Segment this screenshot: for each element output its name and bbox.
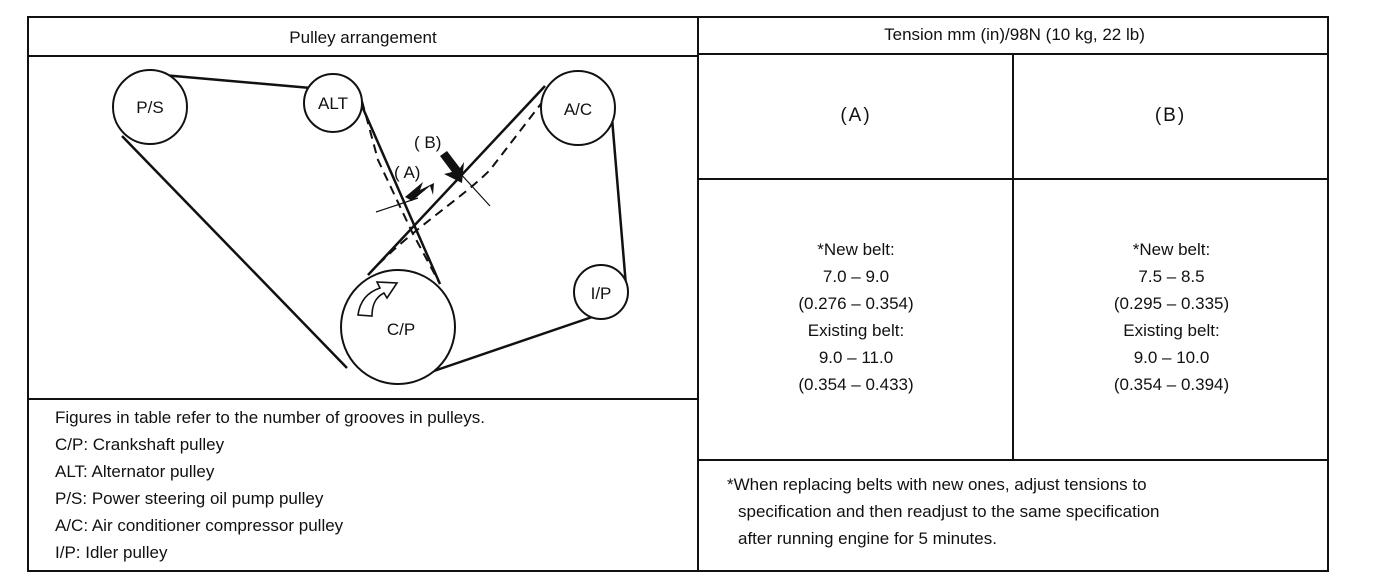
pulley-alt — [303, 73, 363, 133]
belt-segment — [367, 85, 546, 276]
dashed-belt-path — [367, 91, 551, 276]
note-divider — [698, 459, 1329, 461]
column-header-divider — [698, 178, 1329, 180]
spec-a-existing-in: (0.354 – 0.433) — [798, 375, 914, 394]
belt-segment — [356, 96, 442, 285]
note-line: *When replacing belts with new ones, adj… — [727, 475, 1147, 494]
note-line: specification and then readjust to the s… — [738, 502, 1160, 521]
spec-a-existing-label: Existing belt: — [807, 321, 905, 340]
marker-label-a: ( A) — [394, 163, 420, 182]
legend-line: I/P: Idler pulley — [55, 543, 168, 562]
left-header: Pulley arrangement — [289, 28, 437, 47]
spec-a-new-in: (0.276 – 0.354) — [798, 294, 914, 313]
header-divider-left — [27, 55, 698, 57]
pulley-legend: Figures in table refer to the number of … — [55, 404, 485, 566]
pulley-label-cp: C/P — [387, 320, 415, 339]
pulley-ac — [540, 70, 616, 146]
legend-line: A/C: Air conditioner compressor pulley — [55, 516, 344, 535]
belt-segment — [121, 135, 348, 369]
legend-line: P/S: Power steering oil pump pulley — [55, 489, 324, 508]
pulley-ps — [112, 69, 188, 145]
replacement-note: *When replacing belts with new ones, adj… — [727, 471, 1159, 552]
spec-b-new-mm: 7.5 – 8.5 — [1138, 267, 1205, 286]
spec-b-existing-label: Existing belt: — [1123, 321, 1220, 340]
belt-segment — [610, 117, 628, 287]
pulley-label-ps: P/S — [136, 98, 163, 117]
spec-b-cell: *New belt: 7.5 – 8.5 (0.295 – 0.335) Exi… — [1014, 236, 1329, 398]
pulley-label-alt: ALT — [318, 94, 348, 113]
diagram-legend-divider — [27, 398, 698, 400]
belt-segment — [427, 313, 599, 375]
note-line: after running engine for 5 minutes. — [738, 529, 997, 548]
spec-a-cell: *New belt: 7.0 – 9.0 (0.276 – 0.354) Exi… — [700, 236, 1012, 398]
legend-line: Figures in table refer to the number of … — [55, 408, 485, 427]
column-divider — [1012, 53, 1014, 461]
spec-b-existing-in: (0.354 – 0.394) — [1113, 375, 1230, 394]
right-header: Tension mm (in)/98N (10 kg, 22 lb) — [884, 25, 1145, 44]
spec-b-new-in: (0.295 – 0.335) — [1113, 294, 1230, 313]
legend-line: ALT: Alternator pulley — [55, 462, 215, 481]
dashed-belt-path — [361, 100, 441, 285]
pulley-diagram: P/S ALT A/C C/P I/P ( B) ( A) — [112, 69, 629, 385]
pulley-label-ip: I/P — [591, 284, 612, 303]
spec-a-new-mm: 7.0 – 9.0 — [822, 267, 890, 286]
pointer-arrow-a-icon — [405, 182, 434, 201]
marker-label-b: ( B) — [414, 133, 441, 152]
spec-a-new-label: *New belt: — [817, 240, 895, 259]
spec-b-new-label: *New belt: — [1132, 240, 1211, 259]
center-divider — [697, 16, 699, 572]
pulley-ip — [573, 264, 629, 320]
pointer-arrow-b-icon — [440, 151, 464, 183]
spec-a-existing-mm: 9.0 – 11.0 — [818, 348, 894, 367]
spec-table — [27, 16, 1329, 572]
legend-line: C/P: Crankshaft pulley — [55, 435, 225, 454]
column-a-header: (A) — [840, 105, 872, 126]
column-b-header: (B) — [1154, 105, 1187, 126]
pulley-label-ac: A/C — [564, 100, 592, 119]
spec-b-existing-mm: 9.0 – 10.0 — [1133, 348, 1210, 367]
rotation-arrow-icon — [357, 281, 399, 317]
